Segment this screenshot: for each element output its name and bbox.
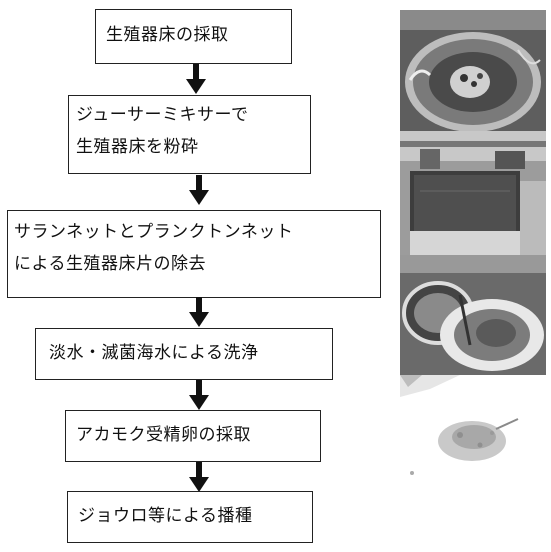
step-4-box: 淡水・滅菌海水による洗浄 xyxy=(35,328,333,380)
step-1-label: 生殖器床の採取 xyxy=(106,25,229,45)
step-1-box: 生殖器床の採取 xyxy=(95,9,292,64)
down-arrow-icon xyxy=(189,297,209,327)
step-5-label: アカモク受精卵の採取 xyxy=(76,425,251,445)
step-2-label-line-2: 生殖器床を粉砕 xyxy=(76,137,199,157)
step-6-label: ジョウロ等による播種 xyxy=(78,506,253,526)
down-arrow-icon xyxy=(189,380,209,410)
down-arrow-icon xyxy=(189,175,209,205)
photo-receptacles-in-bowl xyxy=(400,10,546,131)
photo-sieving-nets xyxy=(400,255,546,375)
step-3-box: サランネットとプランクトンネット による生殖器床片の除去 xyxy=(7,210,381,298)
step-2-label-line-1: ジューサーミキサーで xyxy=(76,105,249,125)
step-5-box: アカモク受精卵の採取 xyxy=(65,410,321,462)
down-arrow-icon xyxy=(186,64,206,94)
step-3-label-line-2: による生殖器床片の除去 xyxy=(14,254,206,274)
step-6-box: ジョウロ等による播種 xyxy=(67,491,313,543)
photo-fertilized-eggs xyxy=(400,375,546,485)
down-arrow-icon xyxy=(189,462,209,492)
step-2-box: ジューサーミキサーで 生殖器床を粉砕 xyxy=(68,95,311,174)
step-4-label: 淡水・滅菌海水による洗浄 xyxy=(49,343,259,363)
step-3-label-line-1: サランネットとプランクトンネット xyxy=(14,222,294,242)
photo-juicer-mixer xyxy=(400,131,546,255)
